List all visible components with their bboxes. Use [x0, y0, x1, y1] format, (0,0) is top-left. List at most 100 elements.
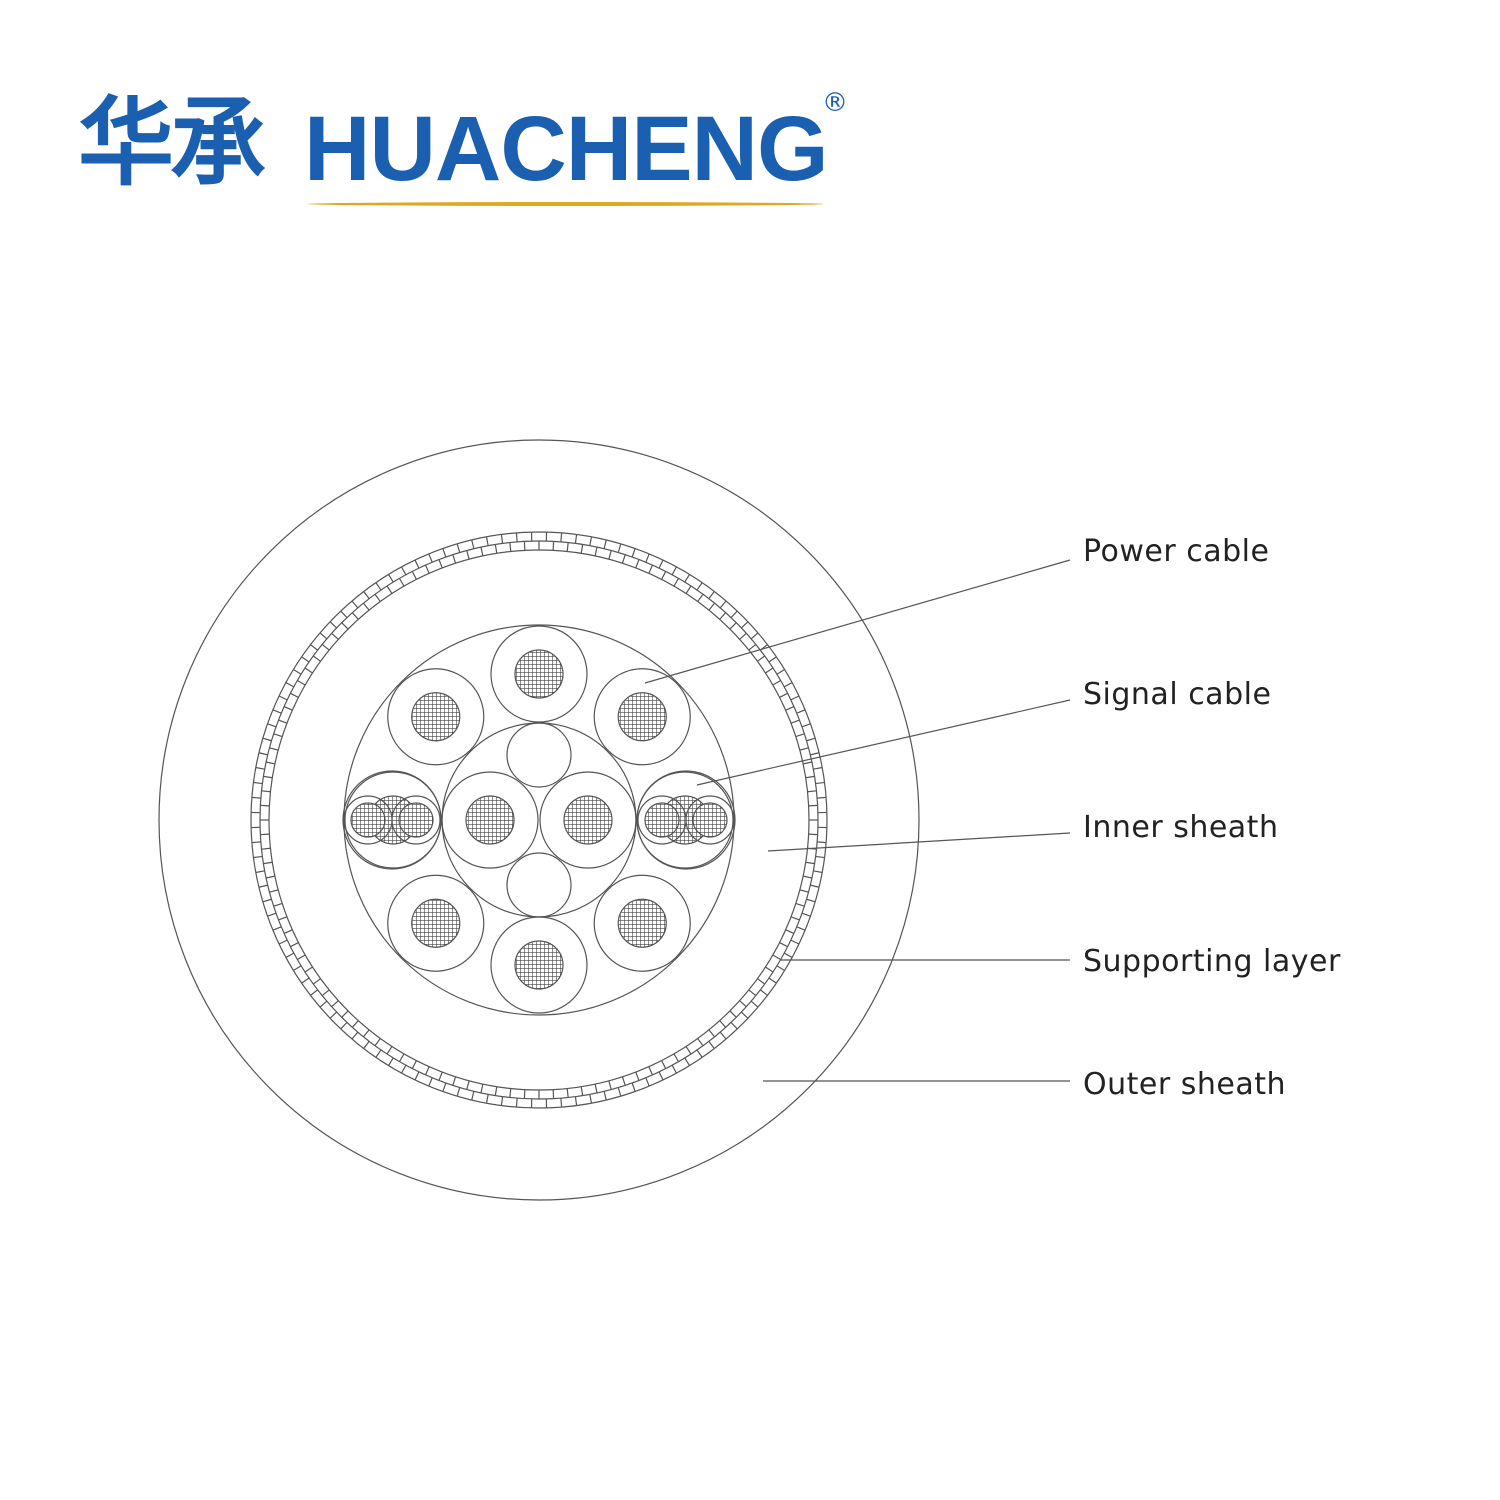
brick-joint: [815, 855, 825, 859]
brick-joint: [398, 578, 405, 587]
power-cable-conductor: [563, 795, 613, 845]
brick-joint: [740, 621, 749, 629]
brick-joint: [321, 643, 330, 651]
brick-joint: [293, 965, 302, 971]
brick-joint: [796, 926, 806, 931]
brick-joint: [776, 965, 785, 971]
brick-joint: [772, 954, 781, 961]
brick-joint: [673, 578, 680, 587]
brick-joint: [813, 870, 823, 874]
brick-joint: [806, 737, 816, 742]
brick-joint: [768, 656, 777, 663]
brick-joint: [471, 539, 475, 549]
power-cable-insulation: [387, 874, 485, 972]
brick-joint: [278, 916, 288, 921]
brick-joint: [589, 1094, 593, 1104]
signal-conductor: [398, 802, 434, 838]
brick-joint: [617, 543, 622, 553]
brick-joint: [708, 591, 715, 600]
brick-joint: [414, 559, 420, 569]
brick-joint: [363, 591, 370, 600]
brick-joint: [438, 559, 443, 569]
brick-joint: [671, 566, 677, 576]
brick-joint: [480, 546, 484, 557]
brick-joint: [802, 875, 813, 879]
brick-joint: [566, 1088, 569, 1098]
brick-joint: [719, 1031, 727, 1040]
brick-joint: [267, 912, 277, 917]
brick-joint: [466, 550, 470, 560]
brick-joint: [375, 582, 382, 591]
brick-joint: [263, 775, 273, 779]
brick-joint: [806, 898, 816, 903]
brick-joint: [768, 977, 777, 984]
brick-joint: [494, 1086, 498, 1096]
brick-joint: [648, 564, 654, 574]
brick-joint: [263, 861, 273, 865]
brick-joint: [255, 870, 265, 874]
signal-cable-sheath: [636, 770, 736, 870]
brick-joint: [304, 667, 313, 674]
brick-joint: [645, 553, 650, 563]
brick-joint: [401, 566, 407, 576]
brick-joint: [631, 1082, 636, 1092]
filler-circle: [506, 852, 572, 918]
brick-joint: [719, 600, 727, 609]
brick-joint: [621, 554, 626, 564]
brick-joint: [255, 766, 265, 770]
brick-joint: [466, 1080, 470, 1090]
brick-joint: [515, 1098, 518, 1108]
brick-joint: [351, 1020, 359, 1028]
brick-joint: [697, 1038, 704, 1047]
brick-joint: [452, 1076, 457, 1086]
brick-joint: [802, 761, 813, 765]
brick-joint: [617, 1087, 622, 1097]
brick-joint: [251, 841, 261, 844]
brick-joint: [685, 1046, 692, 1055]
brick-joint: [759, 989, 768, 996]
brick-joint: [500, 534, 504, 544]
brick-joint: [608, 550, 612, 560]
brick-joint: [442, 1082, 447, 1092]
power-cable-insulation: [387, 668, 485, 766]
brick-joint: [696, 1049, 703, 1058]
brick-joint: [685, 585, 692, 594]
brick-joint: [283, 929, 293, 935]
brick-joint: [340, 610, 348, 619]
brick-joint: [719, 1020, 727, 1028]
brick-joint: [480, 1083, 484, 1094]
brick-course-circle: [259, 540, 819, 1100]
brick-joint: [297, 679, 306, 686]
brick-joint: [740, 1011, 749, 1019]
brick-joint: [442, 548, 447, 558]
power-cable-insulation: [539, 771, 637, 869]
brick-joint: [658, 1071, 664, 1081]
brick-joint: [414, 1071, 420, 1081]
brick-joint: [269, 747, 279, 751]
brick-joint: [608, 1080, 612, 1090]
brick-joint: [795, 733, 805, 738]
brick-joint: [779, 692, 788, 698]
brick-joint: [779, 942, 788, 948]
brick-joint: [265, 875, 276, 879]
brick-joint: [388, 574, 394, 583]
brick-joint: [729, 622, 737, 630]
brick-joint: [594, 1083, 598, 1094]
brick-joint: [424, 564, 430, 574]
label-power-cable: Power cable: [1083, 534, 1270, 569]
brick-joint: [329, 1011, 338, 1019]
label-outer-sheath: Outer sheath: [1083, 1067, 1286, 1102]
brick-joint: [411, 1060, 417, 1069]
brick-joint: [428, 553, 433, 563]
power-cable-insulation: [593, 874, 691, 972]
label-supporting-layer: Supporting layer: [1083, 944, 1341, 979]
brick-joint: [331, 632, 339, 640]
signal-pair-insulation: [391, 795, 441, 845]
brick-joint: [310, 644, 319, 651]
brick-joint: [262, 898, 272, 903]
brick-joint: [574, 1096, 578, 1106]
brick-joint: [645, 1077, 650, 1087]
brick-joint: [750, 632, 759, 640]
brick-joint: [603, 539, 607, 549]
brick-joint: [411, 571, 417, 580]
